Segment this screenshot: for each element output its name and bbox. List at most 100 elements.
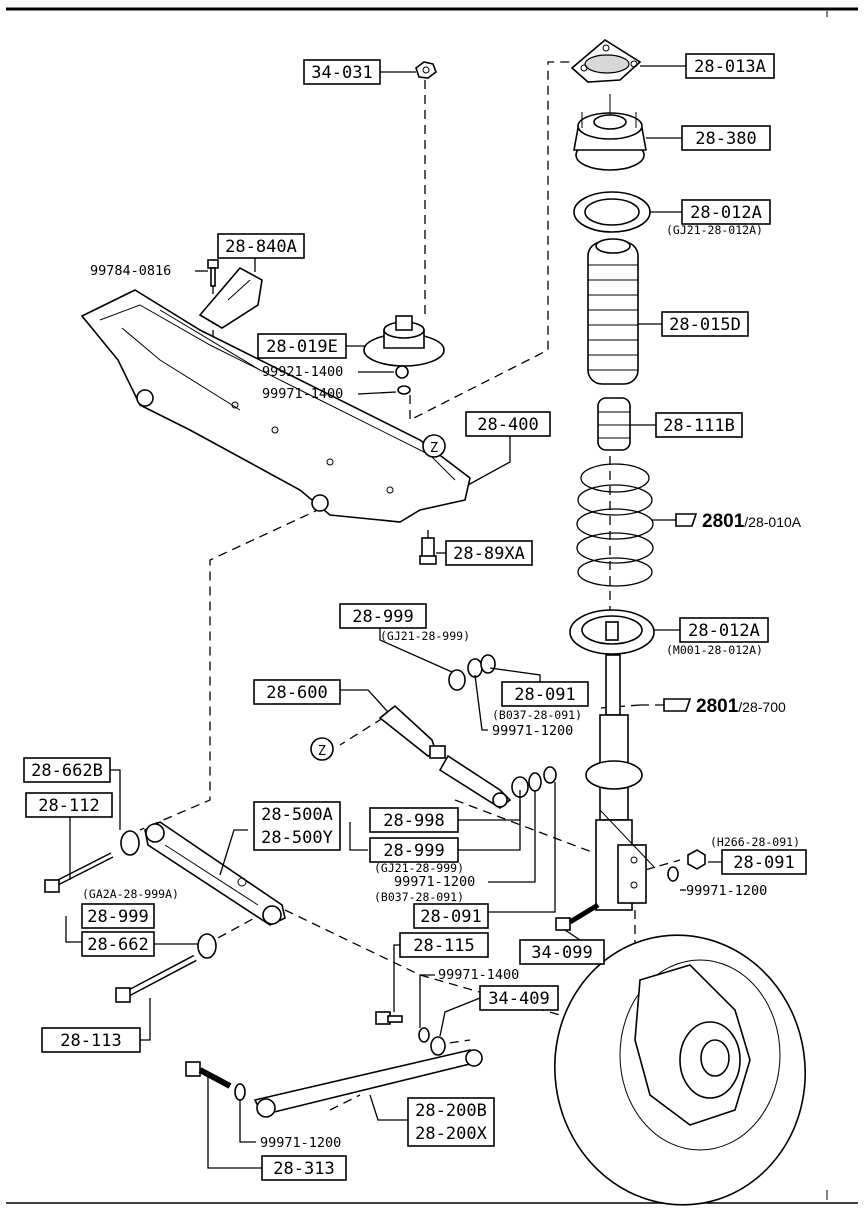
label-28-019E: 28-019E xyxy=(257,333,347,359)
num-99784-0816: 99784-0816 xyxy=(90,263,171,279)
ref-2801-28-700: 2801/28-700 xyxy=(696,696,786,717)
svg-text:28-500Y: 28-500Y xyxy=(261,828,333,848)
label-28-400: 28-400 xyxy=(465,411,551,437)
label-28-112: 28-112 xyxy=(25,792,113,818)
sub-label-gj21-999-top: (GJ21-28-999) xyxy=(380,629,470,643)
num-99971-1200-b: 99971-1200 xyxy=(394,874,475,890)
nut-28-091-right xyxy=(687,849,706,870)
label-28-500A-500Y: 28-500A 28-500Y xyxy=(253,801,341,851)
svg-text:28-380: 28-380 xyxy=(695,129,756,149)
num-99971-1200-d: 99971-1200 xyxy=(260,1135,341,1151)
washer-99971-1200-right xyxy=(667,866,679,882)
num-99971-1400-a: 99971-1400 xyxy=(262,386,343,402)
sub-label-b037-a: (B037-28-091) xyxy=(492,708,582,722)
bolt-28-112 xyxy=(44,852,114,893)
svg-text:28-89XA: 28-89XA xyxy=(453,544,525,564)
shock-absorber-2801 xyxy=(585,654,647,911)
num-99921-1400: 99921-1400 xyxy=(262,364,343,380)
svg-text:28-111B: 28-111B xyxy=(663,416,735,436)
lateral-link-28-600 xyxy=(378,704,512,809)
svg-text:28-013A: 28-013A xyxy=(694,57,766,77)
label-28-840A: 28-840A xyxy=(217,233,305,259)
svg-text:28-600: 28-600 xyxy=(266,683,327,703)
svg-text:28-091: 28-091 xyxy=(420,907,481,927)
washer-99971-1400 xyxy=(397,385,411,395)
svg-text:28-500A: 28-500A xyxy=(261,805,333,825)
svg-text:28-999: 28-999 xyxy=(87,907,148,927)
label-28-380: 28-380 xyxy=(681,125,771,151)
sub-label-gj21-999-mid: (GJ21-28-999) xyxy=(374,861,464,875)
svg-text:28-662: 28-662 xyxy=(87,935,148,955)
label-28-091-right: 28-091 xyxy=(721,849,807,875)
bushing-28-662B xyxy=(120,830,140,856)
lateral-rod-28-200B xyxy=(253,1049,483,1118)
bolt-34-099 xyxy=(555,902,600,931)
ref-arrow-spring xyxy=(652,513,698,527)
marker-z-upper: Z xyxy=(422,434,446,458)
spring-seat-28-012A-lower xyxy=(569,609,655,655)
mount-plate-28-013A xyxy=(570,39,642,83)
lower-arm-28-500A xyxy=(144,821,286,926)
sub-label-b037-b: (B037-28-091) xyxy=(374,890,464,904)
label-28-999-left: 28-999 xyxy=(81,903,155,929)
marker-z-upper-text: Z xyxy=(430,440,438,456)
bolt-28-89XA xyxy=(419,537,437,565)
sub-label-m001-012a: (M001-28-012A) xyxy=(666,643,763,657)
nut-99921-1400 xyxy=(395,365,409,379)
label-28-999-mid: 28-999 xyxy=(369,837,459,863)
svg-text:34-031: 34-031 xyxy=(311,63,372,83)
svg-text:28-012A: 28-012A xyxy=(688,621,760,641)
svg-text:34-099: 34-099 xyxy=(531,943,592,963)
bushings-28-998-28-999 xyxy=(511,766,557,798)
label-28-013A: 28-013A xyxy=(685,53,775,79)
ref-arrow-shock xyxy=(640,698,692,712)
svg-text:2801/28-010A: 2801/28-010A xyxy=(702,511,802,532)
nut-34-031 xyxy=(415,61,437,79)
svg-text:28-662B: 28-662B xyxy=(31,761,103,781)
strut-mount-28-380 xyxy=(573,94,647,171)
label-28-313: 28-313 xyxy=(261,1155,347,1181)
bracket-28-840A xyxy=(198,266,263,329)
svg-text:28-115: 28-115 xyxy=(413,936,474,956)
label-28-600: 28-600 xyxy=(253,679,341,705)
ref-2801-28-010A: 2801/28-010A xyxy=(702,511,802,532)
label-28-999-top: 28-999 xyxy=(339,603,427,629)
svg-text:28-200B: 28-200B xyxy=(415,1101,487,1121)
label-28-662: 28-662 xyxy=(81,931,155,957)
bolt-28-313 xyxy=(185,1061,232,1089)
label-34-099: 34-099 xyxy=(519,939,605,965)
label-28-662B: 28-662B xyxy=(23,757,111,783)
svg-text:28-400: 28-400 xyxy=(477,415,538,435)
bolt-28-113 xyxy=(115,954,197,1003)
sub-label-gj21-012a: (GJ21-28-012A) xyxy=(666,223,763,237)
label-28-091-b: 28-091 xyxy=(413,903,489,929)
label-34-031: 34-031 xyxy=(303,59,381,85)
svg-text:28-012A: 28-012A xyxy=(690,203,762,223)
label-28-998: 28-998 xyxy=(369,807,459,833)
label-28-113: 28-113 xyxy=(41,1027,141,1053)
marker-z-lower-text: Z xyxy=(318,743,326,759)
leader-lines xyxy=(65,65,725,1169)
num-99971-1200-a: 99971-1200 xyxy=(492,723,573,739)
label-28-89XA: 28-89XA xyxy=(445,540,533,566)
label-28-012A-low: 28-012A xyxy=(679,617,769,643)
wheel-hub-assembly xyxy=(553,934,807,1206)
num-99971-1200-c: 99971-1200 xyxy=(686,883,767,899)
marker-z-lower: Z xyxy=(310,737,334,761)
svg-text:28-999: 28-999 xyxy=(383,841,444,861)
washer-34-409 xyxy=(430,1036,446,1056)
svg-text:28-998: 28-998 xyxy=(383,811,444,831)
sub-label-ga2a: (GA2A-28-999A) xyxy=(82,887,179,901)
svg-text:28-112: 28-112 xyxy=(38,796,99,816)
svg-text:34-409: 34-409 xyxy=(488,989,549,1009)
label-28-012A-top: 28-012A xyxy=(681,199,771,225)
bolt-28-115 xyxy=(375,1011,403,1025)
label-28-111B: 28-111B xyxy=(655,412,743,438)
dust-boot-28-015D xyxy=(587,238,639,385)
svg-text:28-015D: 28-015D xyxy=(669,315,741,335)
bolt-99784-0816 xyxy=(207,259,219,287)
svg-text:28-113: 28-113 xyxy=(60,1031,121,1051)
label-28-115: 28-115 xyxy=(399,932,489,958)
svg-text:28-999: 28-999 xyxy=(352,607,413,627)
